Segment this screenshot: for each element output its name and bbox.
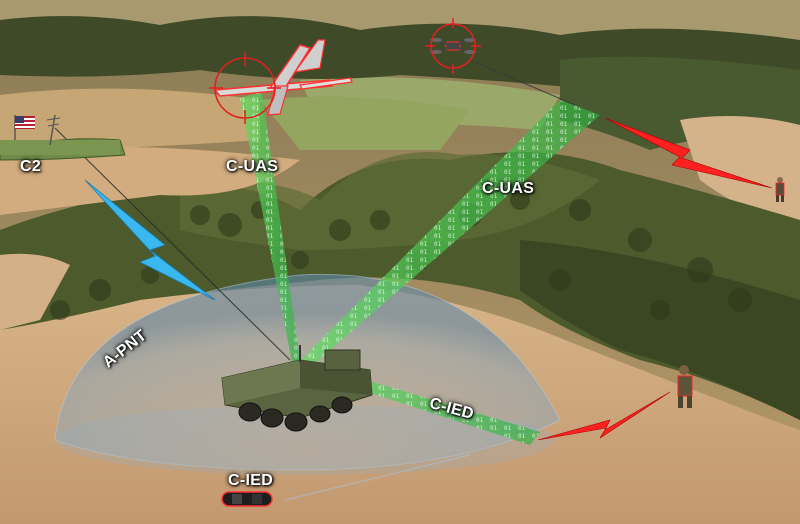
quadcopter-link-line (469, 59, 576, 106)
c2-base (0, 138, 126, 161)
forest-shadow (520, 240, 800, 420)
tent-body (0, 140, 120, 155)
target-reticle-quadcopter-icon (425, 18, 481, 74)
dome-base (55, 405, 555, 475)
us-flag-icon (14, 115, 35, 140)
jam-bolt-right-bottom (537, 391, 671, 441)
armored-vehicle-icon (221, 345, 373, 432)
target-reticle-uav-icon (209, 52, 281, 124)
soldier-icon (775, 177, 785, 202)
c2-link-line (54, 127, 291, 361)
c-uas-beam-left-binary (240, 92, 300, 362)
green-field-mid (260, 96, 470, 150)
soldier-icon-2 (677, 365, 693, 408)
c-uas-beam-right-binary (296, 100, 600, 372)
field-left-strip (0, 253, 70, 330)
far-field-left (0, 88, 260, 150)
ground-ied-link-line (284, 454, 471, 501)
label-c-uas-left: C-UAS (226, 158, 279, 175)
field-mid (0, 146, 300, 215)
label-c2: C2 (20, 158, 42, 175)
quadcopter-drone-icon (430, 38, 476, 54)
c2-lightning-icon (84, 179, 216, 301)
jam-bolt-right-top (604, 117, 773, 189)
ied-device-icon (221, 491, 273, 507)
label-c-uas-right: C-UAS (482, 180, 535, 197)
antenna-icon (46, 114, 61, 146)
field-right (680, 116, 800, 230)
label-c-ied-ground: C-IED (228, 472, 274, 489)
